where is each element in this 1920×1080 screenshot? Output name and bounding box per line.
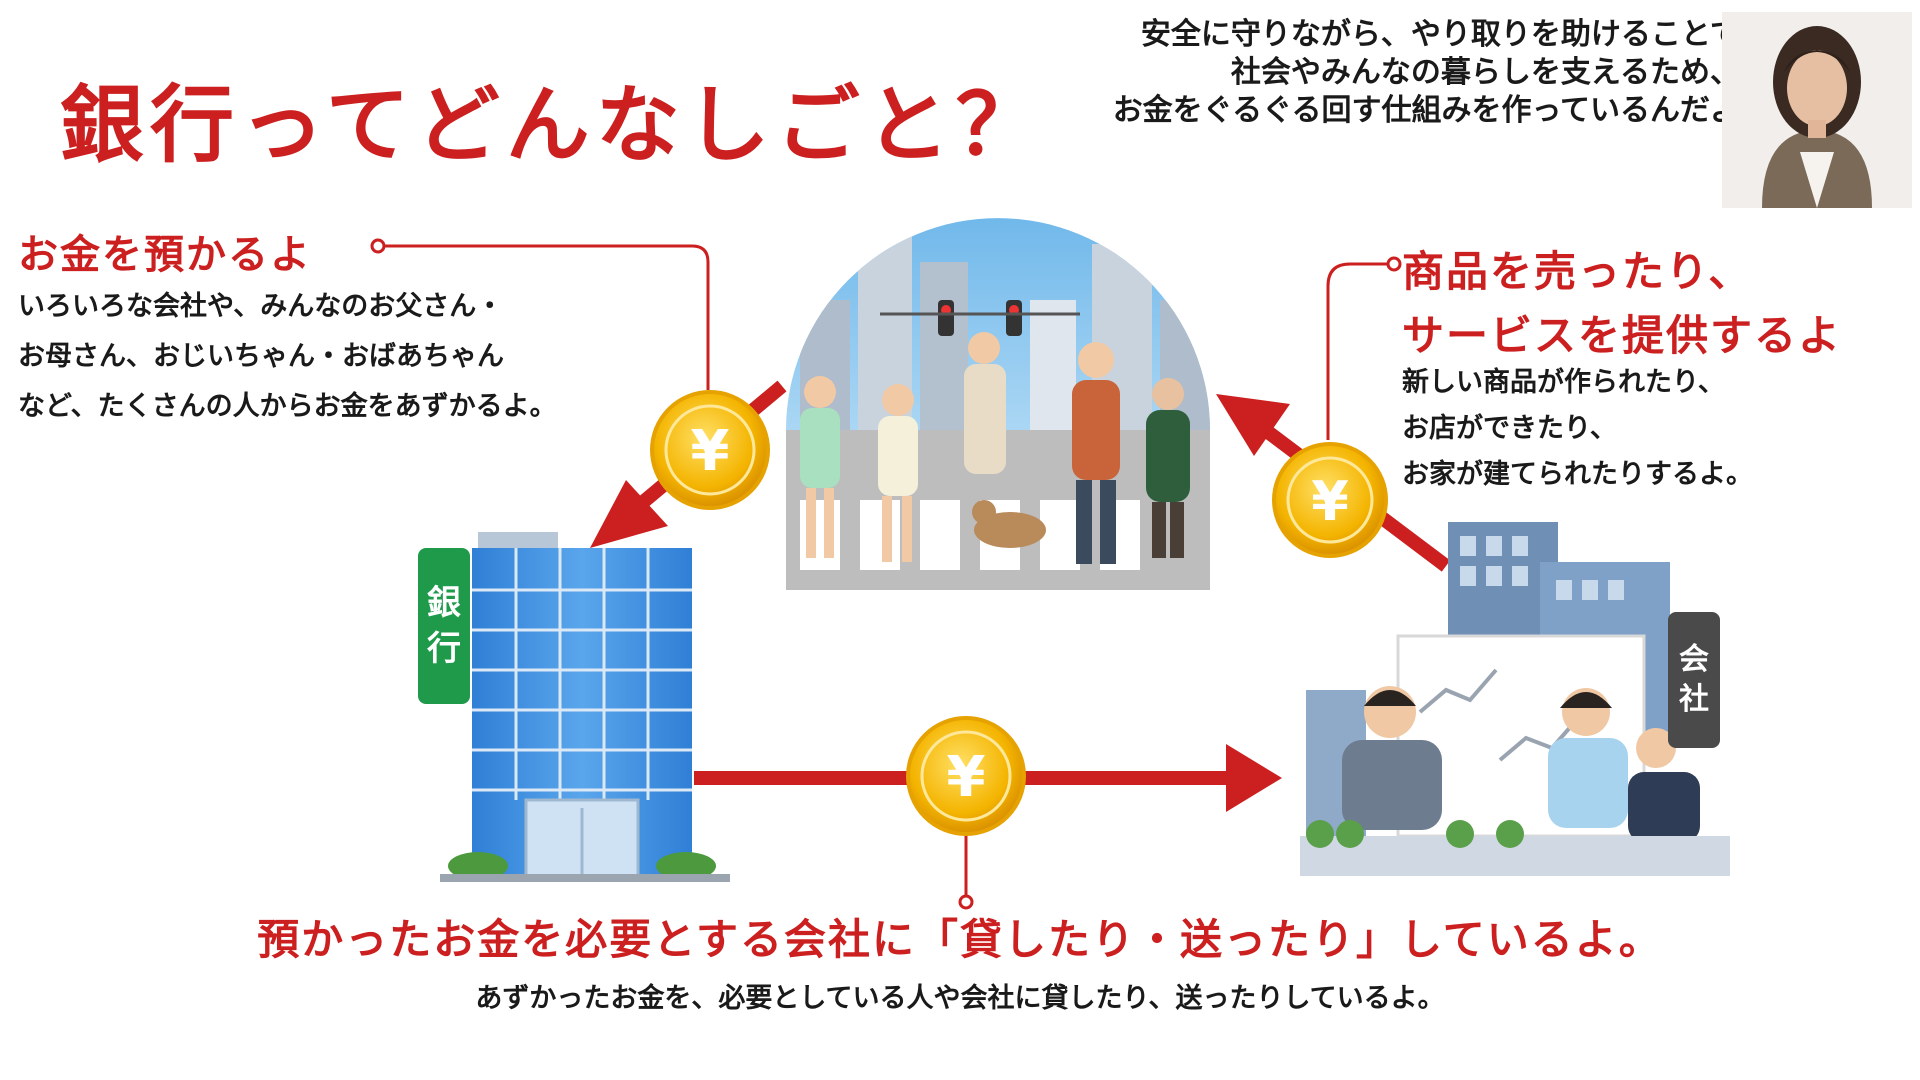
yen-coin-icon (906, 716, 1026, 836)
sell-line-2: お店ができたり、 (1402, 413, 1617, 444)
bank-sign: 銀 行 (418, 548, 470, 704)
speaker-line-1: 安全に守りながら、やり取りを助けることで (1140, 17, 1740, 52)
lend-description: あずかったお金を、必要としている人や会社に貸したり、送ったりしているよ。 (475, 983, 1445, 1014)
deposit-line-2: お母さん、おじいちゃん・おばあちゃん (18, 341, 504, 372)
sell-heading-line-2: サービスを提供するよ (1402, 311, 1843, 360)
deposit-heading: お金を預かるよ (18, 232, 312, 278)
sell-heading: 商品を売ったり、 サービスを提供するよ (1402, 240, 1842, 368)
coin-symbol: ¥ (1311, 470, 1349, 533)
people-crossing-illustration (786, 218, 1210, 590)
deposit-callout-line (370, 238, 710, 390)
company-meeting-illustration (1300, 522, 1730, 876)
bank-building-icon (440, 532, 730, 882)
speaker-line-3: お金をぐるぐる回す仕組みを作っているんだよ (1112, 93, 1740, 128)
yen-coin-icon (650, 390, 770, 510)
deposit-line-3: など、たくさんの人からお金をあずかるよ。 (18, 391, 557, 422)
bank-sign-char: 行 (427, 629, 461, 669)
company-sign: 会 社 (1668, 612, 1720, 748)
sell-callout-line (1326, 256, 1402, 440)
lend-callout-line (958, 828, 974, 910)
yen-coin-icon (1272, 442, 1388, 558)
company-sign-char: 会 (1679, 642, 1709, 677)
sell-description: 新しい商品が作られたり、 お店ができたり、 お家が建てられたりするよ。 (1402, 360, 1753, 498)
presenter-photo (1722, 12, 1912, 208)
sell-heading-line-1: 商品を売ったり、 (1402, 247, 1753, 296)
coin-symbol: ¥ (947, 745, 986, 810)
page-title: 銀行ってどんなしごと？ (60, 76, 1046, 174)
company-sign-char: 社 (1679, 682, 1709, 717)
sell-line-3: お家が建てられたりするよ。 (1402, 459, 1753, 490)
bank-sign-char: 銀 (427, 583, 461, 623)
lend-heading: 預かったお金を必要とする会社に「貸したり・送ったり」しているよ。 (257, 915, 1663, 964)
deposit-line-1: いろいろな会社や、みんなのお父さん・ (18, 291, 504, 322)
sell-line-1: 新しい商品が作られたり、 (1402, 367, 1725, 398)
coin-symbol: ¥ (691, 419, 730, 484)
speaker-line-2: 社会やみんなの暮らしを支えるため、 (1230, 55, 1740, 90)
speaker-message: 安全に守りながら、やり取りを助けることで 社会やみんなの暮らしを支えるため、 お… (1020, 16, 1740, 130)
deposit-description: いろいろな会社や、みんなのお父さん・ お母さん、おじいちゃん・おばあちゃん など… (18, 282, 557, 432)
